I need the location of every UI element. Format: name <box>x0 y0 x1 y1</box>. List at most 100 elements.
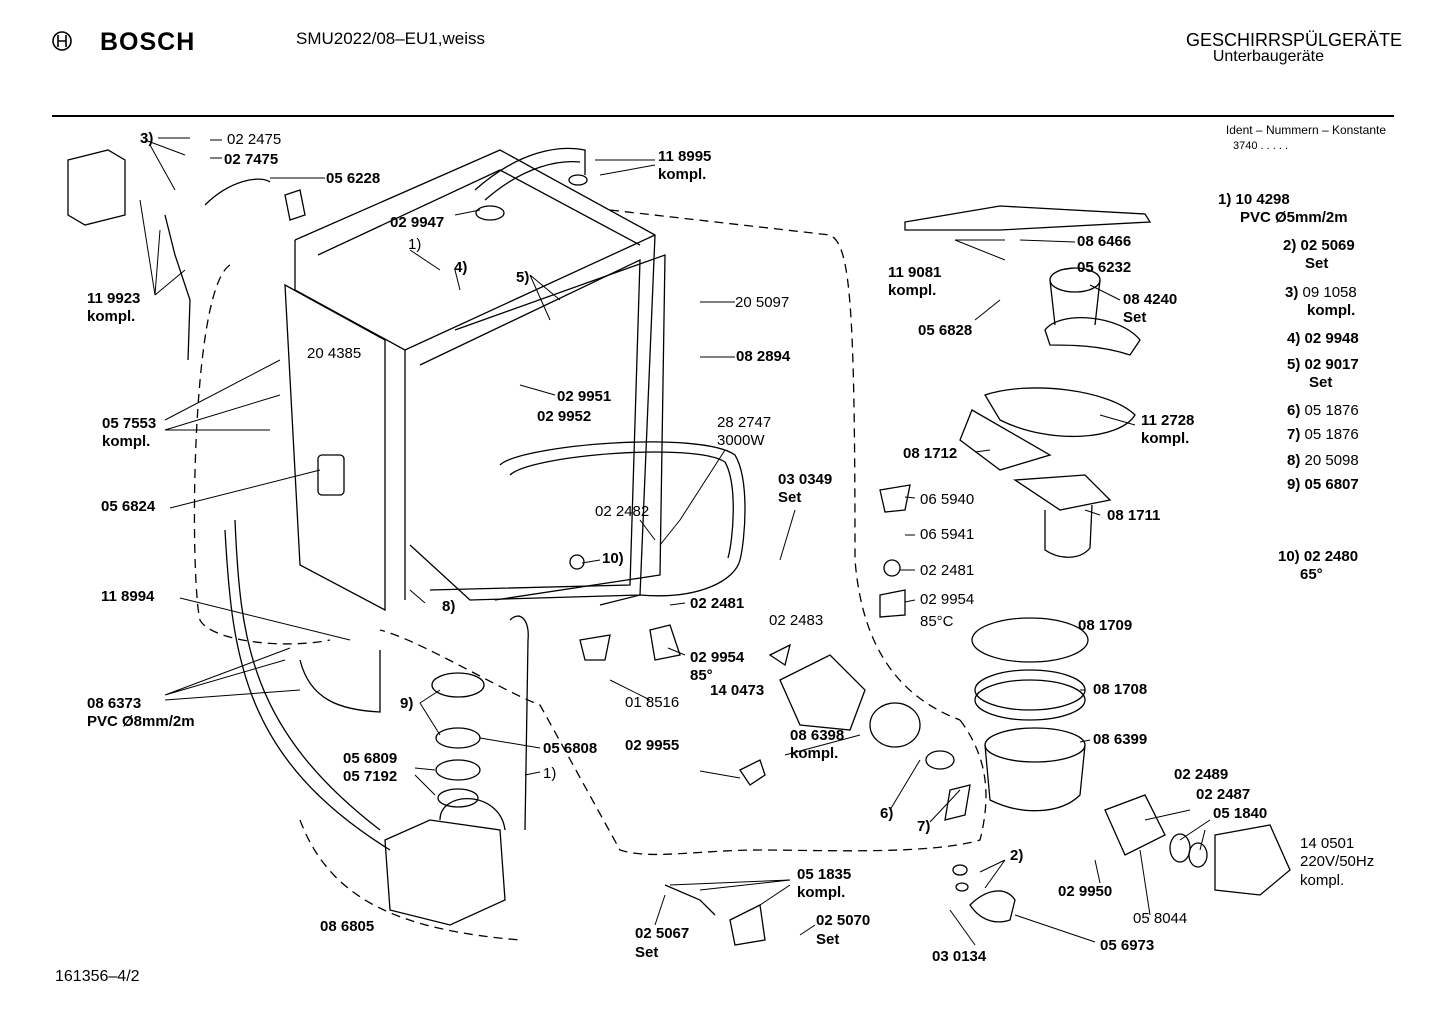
part-label: 1) <box>408 236 422 253</box>
part-label: 05 6228 <box>326 170 381 187</box>
part-label: 02 2489 <box>1174 766 1229 783</box>
part-label: 11 9081 <box>888 264 942 281</box>
legend-part-number: 05 1876 <box>1304 426 1359 443</box>
legend-part-number: 10 4298 <box>1235 191 1290 208</box>
document-number: 161356–4/2 <box>55 968 140 985</box>
part-label: 14 0501 <box>1300 835 1355 852</box>
legend-note: 65° <box>1300 566 1323 583</box>
part-label: 14 0473 <box>710 682 765 699</box>
part-label: 11 8994 <box>101 588 155 605</box>
part-label: kompl. <box>87 308 136 325</box>
part-label: 05 6809 <box>343 750 398 767</box>
part-label: 02 5070 <box>816 912 871 929</box>
part-label: 4) <box>454 259 468 276</box>
part-label: 02 2481 <box>920 562 975 579</box>
part-label: 02 9954 <box>920 591 975 608</box>
part-label: 06 5940 <box>920 491 975 508</box>
bosch-logo-icon <box>52 31 72 51</box>
part-label: 220V/50Hz <box>1300 853 1375 870</box>
brand-name: BOSCH <box>100 28 196 56</box>
part-label: 08 1709 <box>1078 617 1133 634</box>
part-label: 28 2747 <box>717 414 772 431</box>
legend-number: 9) <box>1287 476 1305 493</box>
legend-part-number: 02 2480 <box>1303 548 1359 565</box>
part-label: 11 8995 <box>658 148 712 165</box>
legend-number: 5) <box>1287 356 1305 373</box>
part-label: 85°C <box>920 613 954 630</box>
legend-number: 10) <box>1278 548 1304 565</box>
part-label: 05 6232 <box>1077 259 1132 276</box>
part-label: 02 2482 <box>595 503 650 520</box>
legend-item: 7) 05 1876 <box>1287 426 1359 444</box>
part-label: 08 1712 <box>903 445 958 462</box>
part-label: Set <box>635 944 659 961</box>
legend-part-number: 20 5098 <box>1304 452 1359 469</box>
part-label: 20 5097 <box>735 294 790 311</box>
legend-item: 8) 20 5098 <box>1287 452 1359 470</box>
legend-number: 1) <box>1218 191 1236 208</box>
legend-part-number: 02 5069 <box>1300 237 1355 254</box>
part-label: 02 9947 <box>390 214 445 231</box>
part-label: 5) <box>516 269 530 286</box>
legend-item: 4) 02 9948 <box>1287 330 1359 348</box>
subcategory-title: Unterbaugeräte <box>1212 48 1324 65</box>
part-label: 08 6399 <box>1093 731 1148 748</box>
legend-note: Set <box>1305 255 1329 272</box>
part-label: 03 0134 <box>932 948 987 965</box>
part-label: kompl. <box>1141 430 1190 447</box>
part-label: Set <box>778 489 802 506</box>
model-number: SMU2022/08–EU1,weiss <box>296 29 485 48</box>
part-label: 05 6828 <box>918 322 973 339</box>
part-label: 3) <box>140 130 154 147</box>
part-label: kompl. <box>797 884 846 901</box>
part-label: 2) <box>1010 847 1024 864</box>
ident-value: 3740 . . . . . <box>1233 140 1289 152</box>
legend-item: 6) 05 1876 <box>1287 402 1359 420</box>
part-label: 08 2894 <box>736 348 791 365</box>
part-label: 8) <box>442 598 456 615</box>
part-label: 11 9923 <box>87 290 141 307</box>
part-label: 1) <box>543 765 557 782</box>
part-label: 06 5941 <box>920 526 975 543</box>
legend-number: 4) <box>1287 330 1305 347</box>
part-label: 02 2483 <box>769 612 824 629</box>
part-label: 05 1835 <box>797 866 852 883</box>
legend-number: 3) <box>1285 284 1303 301</box>
part-label: 02 2475 <box>227 131 282 148</box>
part-label: 01 8516 <box>625 694 680 711</box>
part-label: Set <box>816 931 840 948</box>
legend-item: 9) 05 6807 <box>1287 476 1359 494</box>
part-label: 05 6973 <box>1100 937 1155 954</box>
header-divider <box>52 115 1394 117</box>
part-label: 08 1708 <box>1093 681 1148 698</box>
part-label: 08 6805 <box>320 918 375 935</box>
part-label: kompl. <box>102 433 151 450</box>
legend-note: Set <box>1309 374 1333 391</box>
part-label: 02 9952 <box>537 408 592 425</box>
part-label: 02 9951 <box>557 388 612 405</box>
part-label: 11 2728 <box>1141 412 1195 429</box>
legend-number: 8) <box>1287 452 1305 469</box>
part-label: kompl. <box>888 282 937 299</box>
part-label: PVC Ø8mm/2m <box>87 713 195 730</box>
part-label: kompl. <box>1300 872 1345 889</box>
part-label: 02 9950 <box>1058 883 1113 900</box>
part-label: 03 0349 <box>778 471 833 488</box>
part-label: 05 7553 <box>102 415 157 432</box>
part-label: 02 2487 <box>1196 786 1251 803</box>
part-label: 08 4240 <box>1123 291 1178 308</box>
part-label: kompl. <box>790 745 839 762</box>
part-label: 02 9954 <box>690 649 745 666</box>
legend-part-number: 02 9948 <box>1304 330 1359 347</box>
part-label: 10) <box>602 550 624 567</box>
legend-part-number: 09 1058 <box>1302 284 1357 301</box>
part-label: 7) <box>917 818 931 835</box>
legend-part-number: 05 6807 <box>1304 476 1359 493</box>
part-label: 05 1840 <box>1213 805 1268 822</box>
